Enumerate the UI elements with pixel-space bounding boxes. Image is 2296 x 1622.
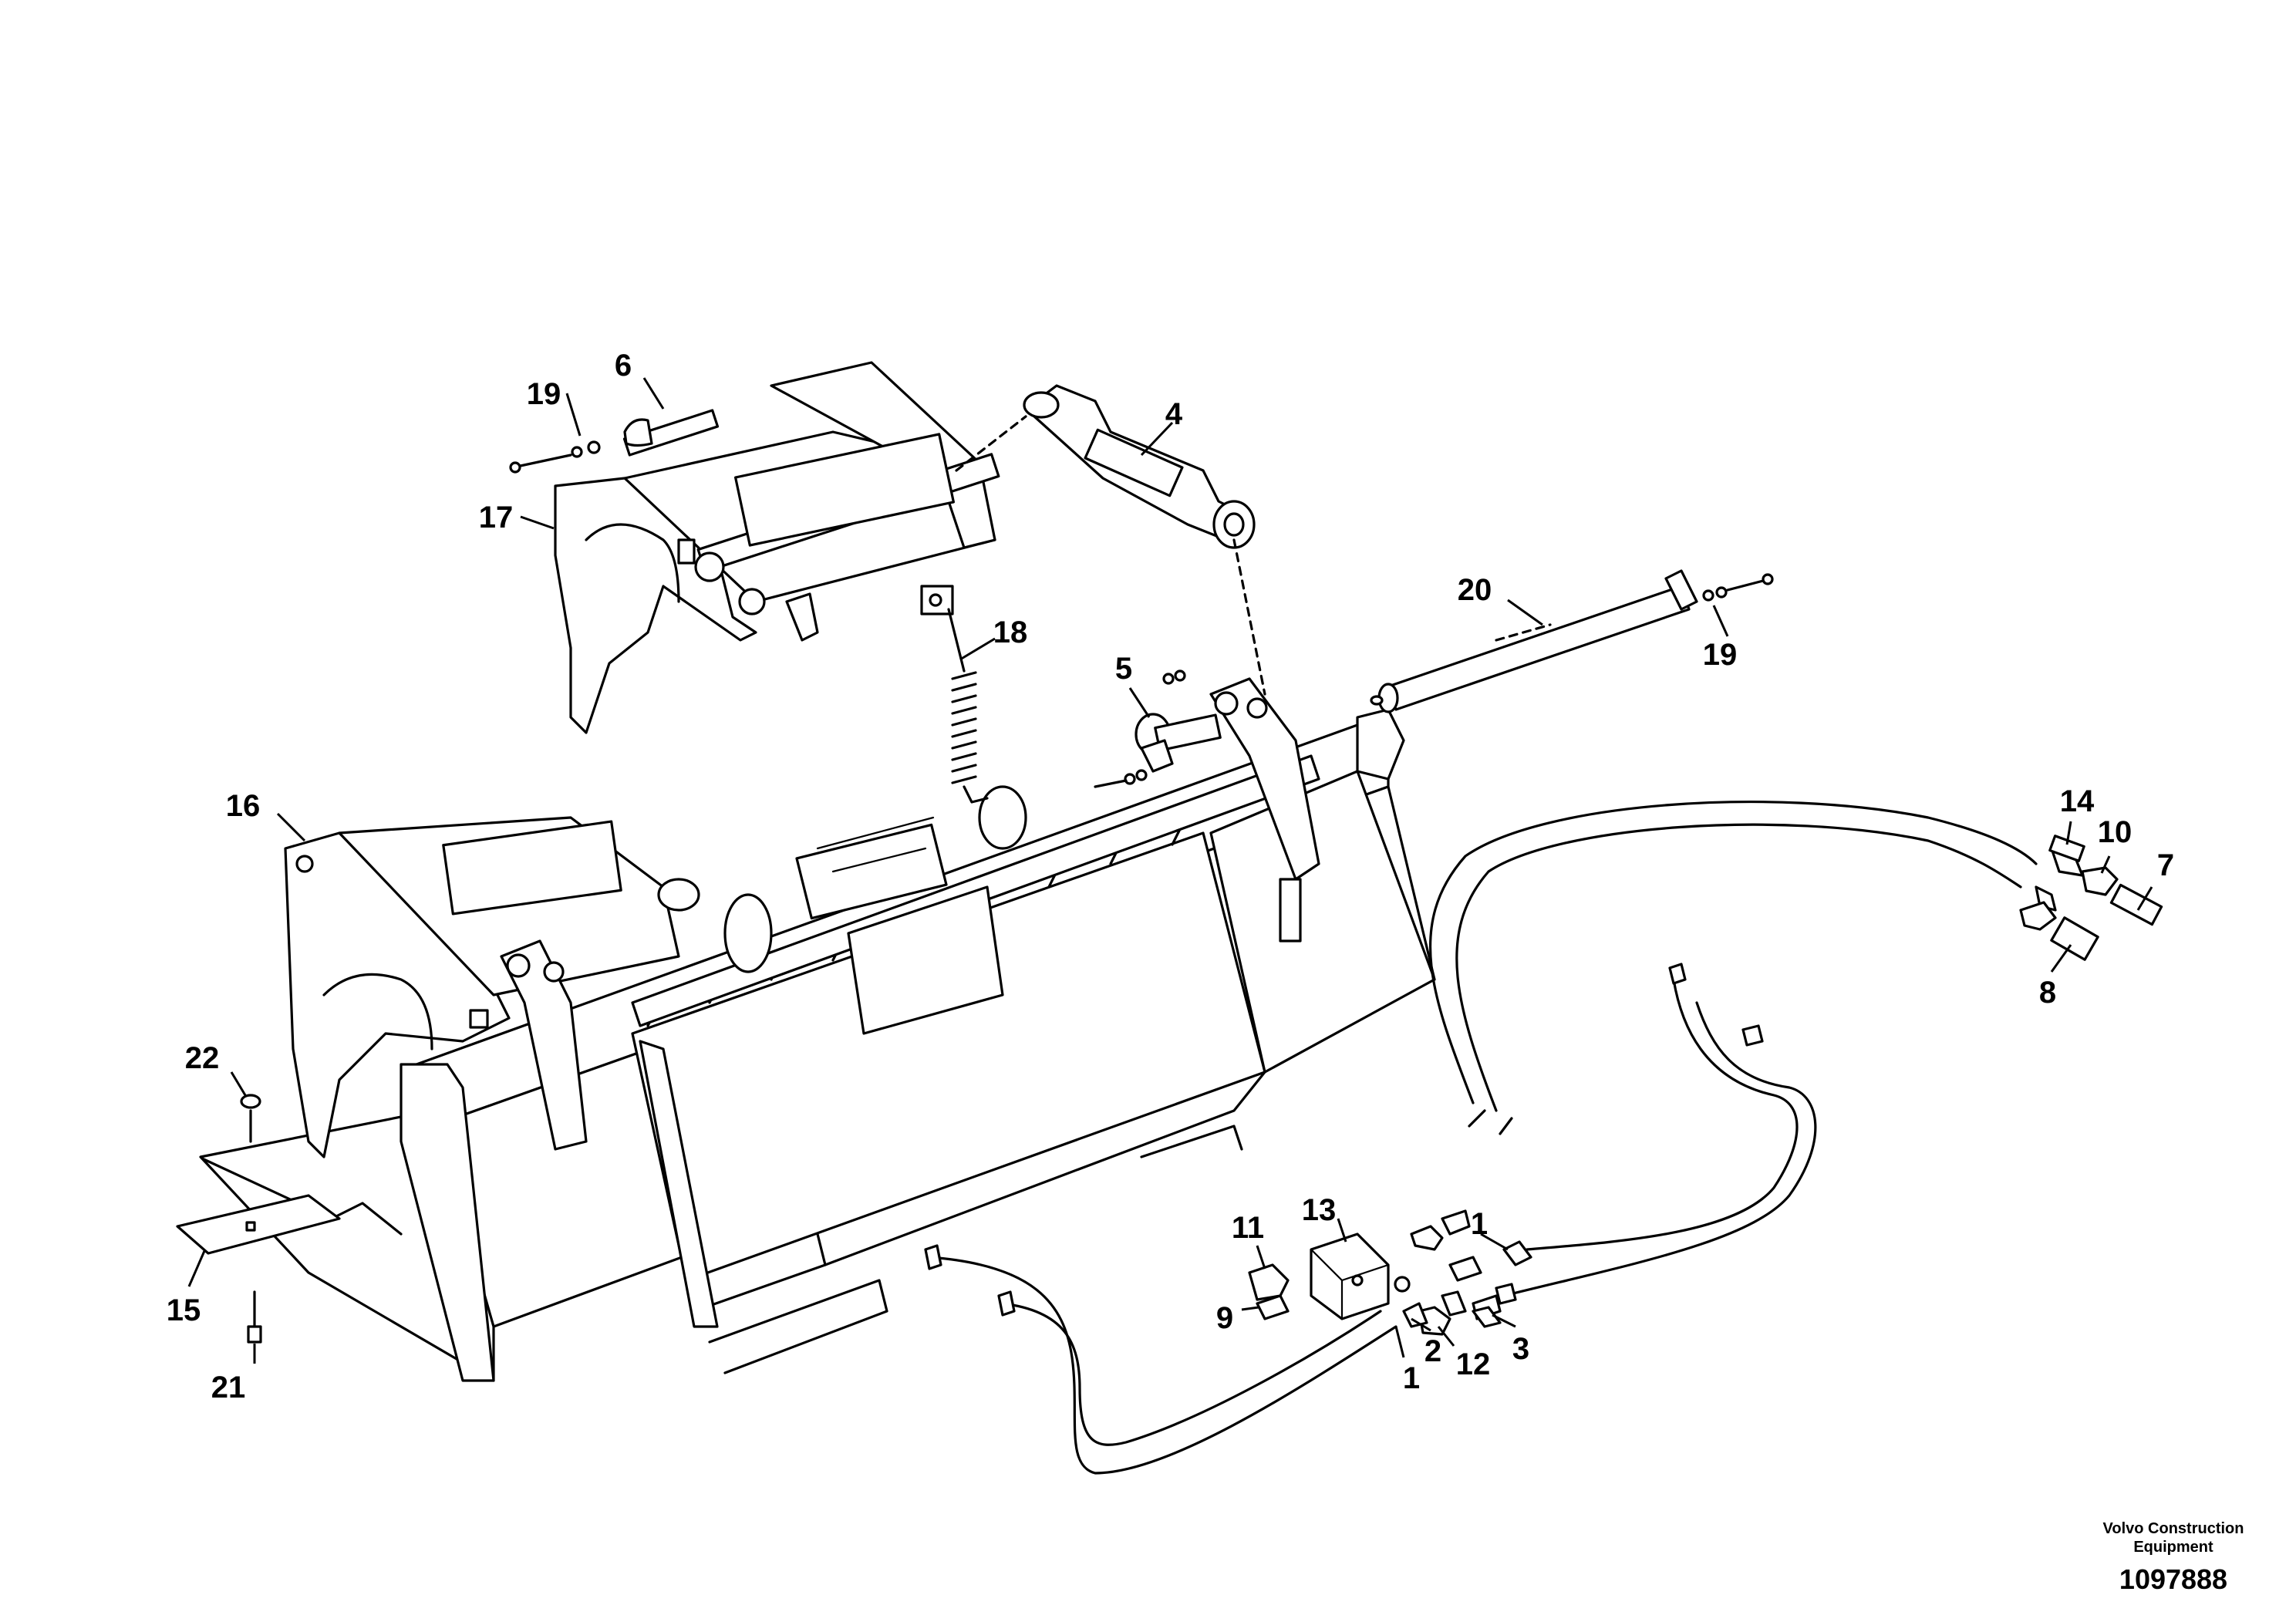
coupling-14 bbox=[2048, 835, 2085, 862]
callout-1: 1 bbox=[1471, 1207, 1488, 1241]
callout-15: 15 bbox=[167, 1293, 201, 1327]
valve-block-13 bbox=[1310, 1233, 1390, 1320]
leader-20 bbox=[1507, 599, 1543, 626]
callout-20: 20 bbox=[1458, 573, 1492, 607]
dashed-centerline-vertical bbox=[1232, 538, 1266, 696]
upper-frame bbox=[554, 361, 1000, 734]
left-hinge bbox=[469, 939, 588, 1151]
leader-19b bbox=[1712, 605, 1729, 637]
leader-16 bbox=[276, 812, 306, 842]
left-mount-bracket bbox=[284, 816, 700, 1158]
company-name-line1: Volvo Construction bbox=[2103, 1520, 2244, 1537]
callout-16: 16 bbox=[226, 789, 261, 823]
callout-6: 6 bbox=[615, 349, 632, 383]
bucket-body bbox=[199, 708, 1436, 1382]
hydraulic-cylinder bbox=[1023, 384, 1256, 549]
dashed-centerline-top bbox=[955, 415, 1027, 472]
small-fittings bbox=[1248, 1209, 1532, 1336]
callout-22: 22 bbox=[185, 1041, 220, 1075]
leader-13 bbox=[1337, 1218, 1347, 1243]
callout-18: 18 bbox=[993, 615, 1028, 649]
hoses-upper bbox=[1428, 801, 2084, 1135]
callout-21: 21 bbox=[211, 1371, 246, 1404]
leader-4 bbox=[1140, 421, 1174, 457]
pin-6 bbox=[509, 409, 720, 474]
exploded-parts-drawing bbox=[176, 361, 2163, 1475]
leader-18 bbox=[959, 637, 996, 661]
leader-lines bbox=[187, 377, 2153, 1364]
callout-4: 4 bbox=[1165, 397, 1183, 431]
callout-14: 14 bbox=[2060, 784, 2095, 818]
callout-19: 19 bbox=[527, 377, 561, 411]
title-block: Volvo Construction Equipment 1097888 bbox=[2103, 1520, 2244, 1595]
leader-1a bbox=[1480, 1233, 1509, 1251]
pin-5 bbox=[1094, 669, 1222, 788]
leader-19a bbox=[565, 393, 582, 437]
callout-10: 10 bbox=[2098, 815, 2132, 849]
nut-10 bbox=[2081, 866, 2119, 896]
leader-3 bbox=[1492, 1313, 1516, 1328]
bolt-21 bbox=[247, 1290, 262, 1344]
coupling-8 bbox=[2019, 901, 2099, 961]
callout-13: 13 bbox=[1302, 1193, 1337, 1227]
leader-8 bbox=[2050, 944, 2072, 973]
spring-18 bbox=[920, 585, 989, 804]
callout-19: 19 bbox=[1703, 638, 1738, 672]
cutting-edge-15 bbox=[176, 1194, 341, 1255]
callout-1: 1 bbox=[1403, 1361, 1420, 1395]
company-name-line2: Equipment bbox=[2133, 1539, 2213, 1556]
leader-12 bbox=[1437, 1326, 1455, 1347]
leader-14 bbox=[2065, 821, 2072, 845]
callout-5: 5 bbox=[1115, 652, 1132, 686]
leader-9 bbox=[1241, 1306, 1259, 1311]
callout-12: 12 bbox=[1456, 1347, 1491, 1381]
leader-15 bbox=[187, 1250, 206, 1287]
drawing-number: 1097888 bbox=[2119, 1563, 2227, 1595]
leader-22 bbox=[230, 1071, 247, 1096]
right-hinge bbox=[1209, 677, 1320, 943]
adapter-7 bbox=[2109, 883, 2163, 926]
leader-7 bbox=[2136, 886, 2153, 911]
hoses-lower bbox=[924, 963, 1817, 1475]
callout-9: 9 bbox=[1216, 1301, 1233, 1335]
shaft-20 bbox=[1370, 569, 1774, 713]
leader-10 bbox=[2100, 855, 2111, 874]
leader-11 bbox=[1256, 1245, 1266, 1270]
leader-17 bbox=[520, 515, 555, 530]
callout-7: 7 bbox=[2157, 848, 2174, 882]
callout-labels: 1 1 2 3 4 5 6 7 8 9 10 11 12 13 14 15 16… bbox=[167, 349, 2174, 1404]
callout-2: 2 bbox=[1424, 1334, 1441, 1368]
dashed-centerline-shaft bbox=[1495, 623, 1552, 642]
callout-11: 11 bbox=[1232, 1211, 1264, 1245]
callout-8: 8 bbox=[2039, 976, 2056, 1010]
nut-22 bbox=[240, 1094, 261, 1143]
leader-6 bbox=[642, 377, 665, 410]
callout-3: 3 bbox=[1512, 1332, 1529, 1366]
callout-17: 17 bbox=[479, 501, 514, 534]
leader-2 bbox=[1411, 1317, 1431, 1332]
leader-1b bbox=[1394, 1326, 1405, 1358]
leader-5 bbox=[1128, 687, 1151, 718]
